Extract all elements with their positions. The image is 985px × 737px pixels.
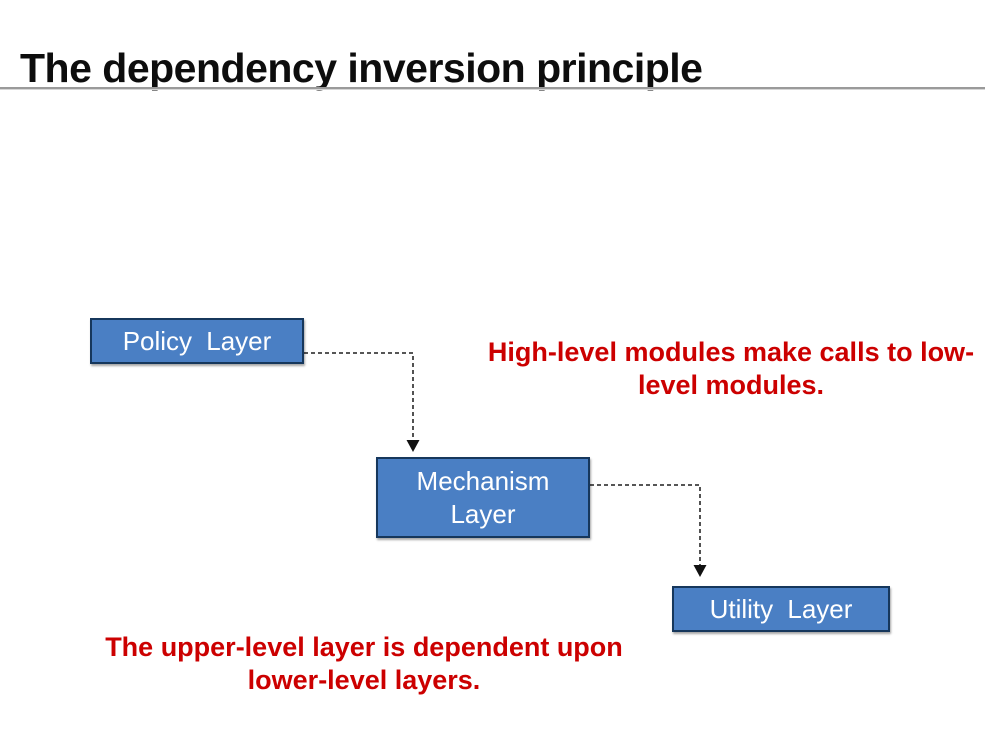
upper-level-annotation: The upper-level layer is dependent upon …	[105, 632, 623, 695]
title-divider-line	[0, 87, 985, 90]
high-level-annotation: High-level modules make calls to low-lev…	[487, 337, 975, 400]
arrow-policy-to-mechanism-icon	[304, 352, 420, 452]
utility-layer-label: Utility Layer	[709, 593, 853, 624]
mechanism-layer-label: Mechanism Layer	[416, 466, 550, 529]
mechanism-layer-box: Mechanism Layer	[376, 457, 590, 538]
arrow-mechanism-to-utility-icon	[590, 484, 707, 577]
policy-layer-box: Policy Layer	[90, 318, 304, 364]
utility-layer-box: Utility Layer	[672, 586, 890, 632]
slide-title: The dependency inversion principle	[20, 45, 703, 92]
policy-layer-label: Policy Layer	[122, 325, 272, 356]
